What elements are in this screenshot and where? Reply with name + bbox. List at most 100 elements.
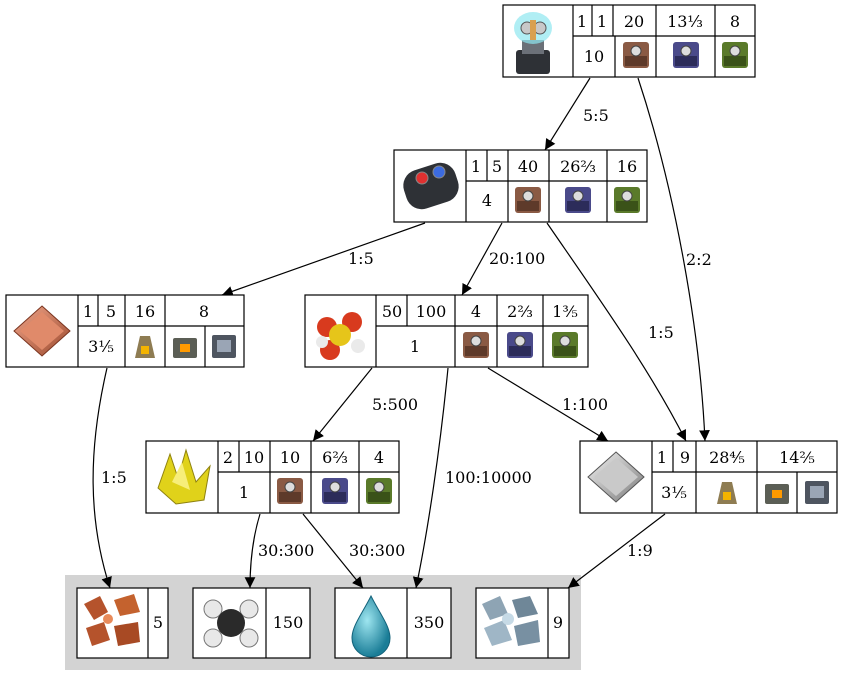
edge-satellite-battery bbox=[544, 77, 591, 151]
copper-plate-icon bbox=[13, 305, 71, 357]
electric-furnace-icon bbox=[805, 481, 829, 504]
edge-copper-ore bbox=[92, 367, 112, 589]
battery-col-5: 16 bbox=[617, 157, 637, 176]
blue-building-icon bbox=[673, 42, 699, 68]
water-amount: 350 bbox=[414, 613, 445, 632]
sulfur-col-2: 10 bbox=[244, 448, 264, 467]
copper-ore-icon bbox=[84, 594, 140, 646]
sulfuric-acid-col-1: 50 bbox=[382, 302, 402, 321]
edge-battery-acid bbox=[461, 222, 503, 296]
iron-plate-col-2: 9 bbox=[680, 448, 690, 467]
satellite-col-3: 20 bbox=[624, 12, 644, 31]
edge-label-acid-sulfur: 5:500 bbox=[372, 395, 418, 414]
sulfur-col-4: 6⅔ bbox=[322, 448, 348, 467]
edge-label-iron-ore: 1:9 bbox=[627, 541, 653, 560]
edges: 5:5 2:2 1:5 20:100 1:5 5:500 1:100 100:1… bbox=[92, 77, 712, 589]
iron-plate-col-3: 28⅘ bbox=[709, 448, 745, 467]
sulfur-col-1: 2 bbox=[223, 448, 233, 467]
edge-sulfur-water bbox=[302, 513, 364, 589]
edge-label-copper-ore: 1:5 bbox=[101, 468, 127, 487]
steel-furnace-icon bbox=[765, 484, 789, 504]
satellite-icon bbox=[514, 12, 552, 74]
red-building-icon bbox=[277, 478, 303, 504]
iron-plate-icon bbox=[587, 451, 645, 503]
battery-col-1: 1 bbox=[471, 157, 481, 176]
copper-plate-col-3: 16 bbox=[135, 302, 155, 321]
edge-iron-ore bbox=[567, 513, 666, 589]
node-iron-plate: 1 9 28⅘ 14⅖ 3⅕ bbox=[579, 440, 838, 514]
battery-icon bbox=[403, 162, 459, 210]
node-copper-plate: 1 5 16 8 3⅕ bbox=[5, 294, 245, 368]
edge-satellite-iron bbox=[637, 77, 710, 442]
copper-plate-col-4: 8 bbox=[199, 302, 209, 321]
blue-building-icon bbox=[507, 332, 533, 358]
edge-battery-iron bbox=[546, 222, 687, 442]
raw-copper-ore: 5 bbox=[76, 587, 169, 659]
copper-plate-col-2: 5 bbox=[106, 302, 116, 321]
edge-label-sulfur-water: 30:300 bbox=[349, 541, 405, 560]
sulfuric-acid-col-5: 1⅗ bbox=[552, 302, 578, 321]
blue-building-icon bbox=[565, 187, 591, 213]
green-building-icon bbox=[722, 42, 748, 68]
edge-label-acid-water: 100:10000 bbox=[445, 468, 532, 487]
sulfur-icon bbox=[157, 448, 211, 505]
iron-ore-icon bbox=[482, 596, 540, 646]
steel-furnace-icon bbox=[173, 338, 197, 358]
edge-acid-water bbox=[412, 367, 449, 589]
edge-label-acid-iron: 1:100 bbox=[562, 395, 608, 414]
battery-col-3: 40 bbox=[518, 157, 538, 176]
node-satellite: 1 1 20 13⅓ 8 10 bbox=[502, 4, 756, 78]
satellite-col-5: 8 bbox=[730, 12, 740, 31]
iron-plate-count: 3⅕ bbox=[661, 483, 687, 502]
node-sulfur: 2 10 10 6⅔ 4 1 bbox=[145, 440, 400, 514]
edge-acid-iron bbox=[487, 367, 609, 442]
copper-plate-count: 3⅕ bbox=[88, 337, 114, 356]
sulfuric-acid-count: 1 bbox=[410, 337, 420, 356]
node-sulfuric-acid: 50 100 4 2⅔ 1⅗ 1 bbox=[304, 294, 589, 368]
red-building-icon bbox=[463, 332, 489, 358]
edge-label-satellite-iron: 2:2 bbox=[686, 250, 712, 269]
edge-label-sulfur-gas: 30:300 bbox=[258, 541, 314, 560]
red-building-icon bbox=[515, 187, 541, 213]
edge-sulfur-gas bbox=[244, 513, 261, 589]
stone-furnace-icon bbox=[717, 482, 737, 504]
edge-label-satellite-battery: 5:5 bbox=[583, 106, 609, 125]
blue-building-icon bbox=[322, 478, 348, 504]
water-icon bbox=[351, 594, 391, 658]
battery-col-4: 26⅔ bbox=[560, 157, 596, 176]
edge-label-battery-iron: 1:5 bbox=[648, 323, 674, 342]
iron-plate-col-4: 14⅖ bbox=[779, 448, 815, 467]
edge-battery-copper bbox=[221, 222, 426, 297]
sulfur-count: 1 bbox=[239, 483, 249, 502]
sulfuric-acid-col-4: 2⅔ bbox=[507, 302, 533, 321]
edge-label-battery-acid: 20:100 bbox=[489, 249, 545, 268]
node-battery: 1 5 40 26⅔ 16 4 bbox=[393, 149, 648, 223]
satellite-col-2: 1 bbox=[597, 12, 607, 31]
satellite-count: 10 bbox=[584, 47, 604, 66]
raw-petroleum-gas: 150 bbox=[192, 587, 311, 659]
battery-col-2: 5 bbox=[492, 157, 502, 176]
raw-iron-ore: 9 bbox=[475, 587, 570, 659]
green-building-icon bbox=[552, 332, 578, 358]
iron-plate-col-1: 1 bbox=[657, 448, 667, 467]
sulfur-col-5: 4 bbox=[374, 448, 384, 467]
satellite-col-1: 1 bbox=[577, 12, 587, 31]
raw-water: 350 bbox=[334, 587, 452, 659]
stone-furnace-icon bbox=[135, 336, 155, 358]
copper-ore-amount: 5 bbox=[153, 613, 163, 632]
green-building-icon bbox=[366, 478, 392, 504]
edge-label-battery-copper: 1:5 bbox=[348, 249, 374, 268]
satellite-col-4: 13⅓ bbox=[667, 12, 703, 31]
iron-ore-amount: 9 bbox=[553, 613, 563, 632]
battery-count: 4 bbox=[482, 191, 492, 210]
edge-acid-sulfur bbox=[312, 367, 373, 442]
sulfuric-acid-col-2: 100 bbox=[416, 302, 447, 321]
sulfuric-acid-col-3: 4 bbox=[471, 302, 481, 321]
sulfur-col-3: 10 bbox=[280, 448, 300, 467]
red-building-icon bbox=[623, 42, 649, 68]
petroleum-gas-amount: 150 bbox=[273, 613, 304, 632]
green-building-icon bbox=[614, 187, 640, 213]
electric-furnace-icon bbox=[212, 335, 236, 358]
petroleum-gas-icon bbox=[203, 599, 259, 648]
